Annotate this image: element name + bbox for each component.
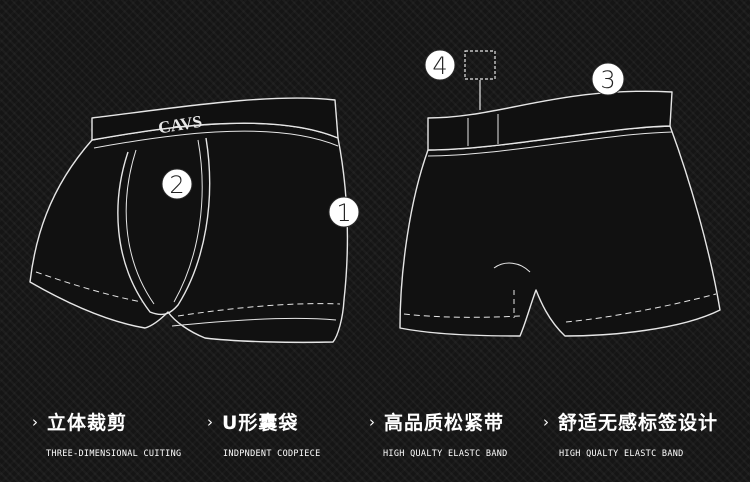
front-waistband-seam	[93, 130, 339, 149]
callout-3-number: 3	[600, 66, 615, 94]
feature-subtitle: THREE-DIMENSIONAL CUITING	[46, 449, 182, 459]
callout-2-number: 2	[169, 171, 184, 199]
chevron-right-icon: ›	[369, 412, 376, 431]
back-left-hem-stitch	[403, 313, 521, 318]
feature-item-3d-cutting: › 立体裁剪 THREE-DIMENSIONAL CUITING	[32, 408, 181, 459]
back-right-hem-stitch	[565, 293, 717, 323]
feature-item-elastic-band: › 高品质松紧带 HIGH QUALTY ELASTC BAND	[369, 408, 508, 459]
callout-2: 2	[161, 168, 193, 200]
back-label-tag	[467, 114, 499, 146]
front-view-boxer	[29, 97, 349, 344]
front-pouch-inner	[125, 149, 155, 305]
feature-title: U形囊袋	[222, 412, 299, 434]
feature-title: 立体裁剪	[47, 412, 128, 434]
feature-title: 高品质松紧带	[384, 412, 505, 434]
feature-list: › 立体裁剪 THREE-DIMENSIONAL CUITING › U形囊袋 …	[0, 408, 750, 482]
front-right-hem-stitch	[177, 303, 341, 317]
feature-subtitle: HIGH QUALTY ELASTC BAND	[383, 449, 508, 459]
callout-1: 1	[328, 196, 360, 228]
diagram-canvas: CAVS 1 2 3 4	[29, 49, 721, 344]
feature-title: 舒适无感标签设计	[558, 412, 719, 434]
callout-4-number: 4	[432, 52, 447, 80]
back-rear-seam	[493, 262, 531, 273]
front-right-leg-hem	[171, 317, 337, 327]
back-waistband-seam	[427, 131, 673, 157]
chevron-right-icon: ›	[543, 412, 550, 431]
callout-4: 4	[424, 49, 456, 81]
front-body-outline	[29, 122, 349, 344]
front-pouch-outer	[117, 137, 211, 316]
label-tag-detail-icon	[464, 50, 496, 80]
chevron-right-icon: ›	[32, 412, 39, 431]
feature-subtitle: INDPNDENT CODPIECE	[223, 449, 321, 459]
front-pouch-inner-2	[173, 139, 203, 303]
front-left-hem-stitch	[35, 271, 143, 303]
back-view-boxer	[399, 90, 721, 337]
back-body-outline	[399, 125, 721, 337]
feature-item-tagless-label: › 舒适无感标签设计 HIGH QUALTY ELASTC BAND	[543, 408, 718, 459]
feature-subtitle: HIGH QUALTY ELASTC BAND	[559, 449, 684, 459]
chevron-right-icon: ›	[207, 412, 214, 431]
back-waistband	[427, 90, 673, 151]
callout-1-number: 1	[336, 199, 351, 227]
feature-item-codpiece: › U形囊袋 INDPNDENT CODPIECE	[207, 408, 321, 459]
front-waistband	[91, 97, 339, 141]
callout-3: 3	[591, 62, 625, 96]
